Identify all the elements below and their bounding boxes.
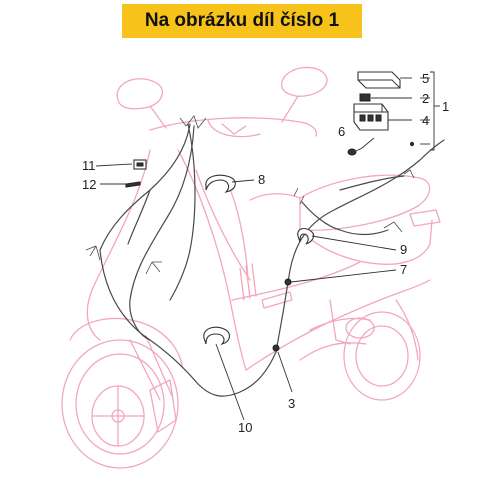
left-mirror	[116, 78, 163, 110]
seat	[299, 174, 431, 231]
rear-body	[299, 219, 433, 265]
callout-8: 8	[258, 172, 265, 187]
rear-wheel	[343, 311, 421, 401]
callout-6: 6	[338, 124, 345, 139]
callout-3: 3	[288, 396, 295, 411]
right-mirror	[280, 66, 328, 97]
part-12-cable-tie	[125, 181, 141, 188]
part-3-grommet	[272, 344, 280, 352]
front-fender	[69, 317, 183, 367]
callout-12: 12	[82, 177, 96, 192]
part-5-cover	[357, 71, 401, 89]
callout-10: 10	[238, 420, 252, 435]
callout-1: 1	[442, 99, 449, 114]
part-banner: Na obrázku díl číslo 1	[122, 4, 362, 38]
part-1-anchor	[409, 141, 415, 147]
lower-front-harness	[99, 249, 277, 397]
scooter-outline	[61, 66, 441, 469]
part-7-grommet	[284, 278, 292, 286]
callout-labels: 5 2 4 1 6 11 12 8 9 7 3 10	[82, 71, 449, 435]
callout-4: 4	[422, 113, 429, 128]
handlebar	[149, 117, 318, 137]
part-9-clip	[297, 227, 315, 245]
part-10-clip	[203, 326, 231, 346]
callout-11: 11	[82, 158, 96, 173]
callout-5: 5	[422, 71, 429, 86]
main-harness	[275, 139, 445, 353]
callout-2: 2	[422, 91, 429, 106]
part-2-fuse	[359, 93, 412, 102]
part-4-fuse-box	[353, 103, 412, 131]
callout-7: 7	[400, 262, 407, 277]
front-wheel	[61, 339, 179, 469]
part-11-connector	[133, 159, 147, 170]
part-6-screw	[347, 137, 375, 156]
front-harness	[99, 123, 191, 251]
wiring-harness	[85, 115, 445, 397]
front-shield	[86, 149, 151, 341]
leader-lines	[95, 71, 440, 421]
part-8-clip	[205, 174, 236, 193]
callout-9: 9	[400, 242, 407, 257]
